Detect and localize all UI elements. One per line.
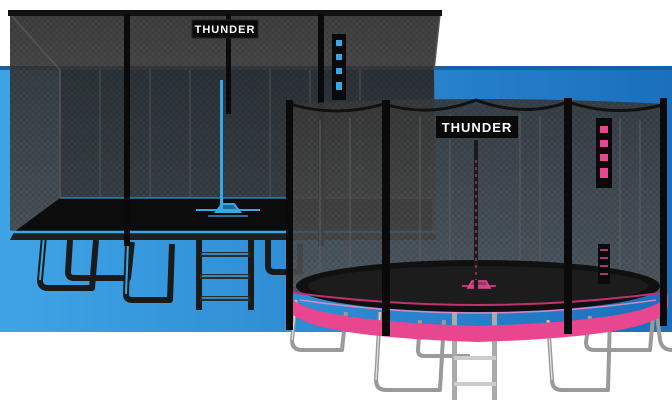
shield-icon: [600, 154, 608, 161]
left-trampoline-legs: [37, 235, 303, 303]
shield-icon: [336, 68, 342, 74]
right-trampoline-legs: [290, 299, 672, 392]
left-safety-label: [332, 34, 346, 100]
right-mat-center-logo: [462, 280, 496, 289]
right-net-seams: [319, 114, 641, 286]
right-net-poles: [286, 98, 667, 336]
left-mat-center-logo: [196, 203, 260, 217]
left-brand-logo: THUNDER: [191, 19, 259, 39]
right-brand-logo-text: THUNDER: [442, 120, 513, 135]
lock-icon: [600, 126, 608, 133]
lock-icon: [336, 40, 342, 46]
trampoline-right: THUNDER: [286, 98, 672, 400]
left-ladder: [196, 236, 254, 310]
person-icon: [600, 168, 608, 178]
fire-icon: [600, 140, 608, 147]
right-center-pole: [474, 140, 478, 290]
right-brand-logo: THUNDER: [436, 116, 518, 138]
left-brand-logo-text: THUNDER: [195, 24, 256, 36]
left-trampoline-legs-accent: [39, 235, 129, 295]
left-center-pole: [220, 80, 223, 210]
person-icon: [336, 82, 342, 90]
fire-icon: [336, 54, 342, 60]
right-safety-label: [596, 118, 612, 284]
left-net-top-rim: [8, 10, 442, 16]
